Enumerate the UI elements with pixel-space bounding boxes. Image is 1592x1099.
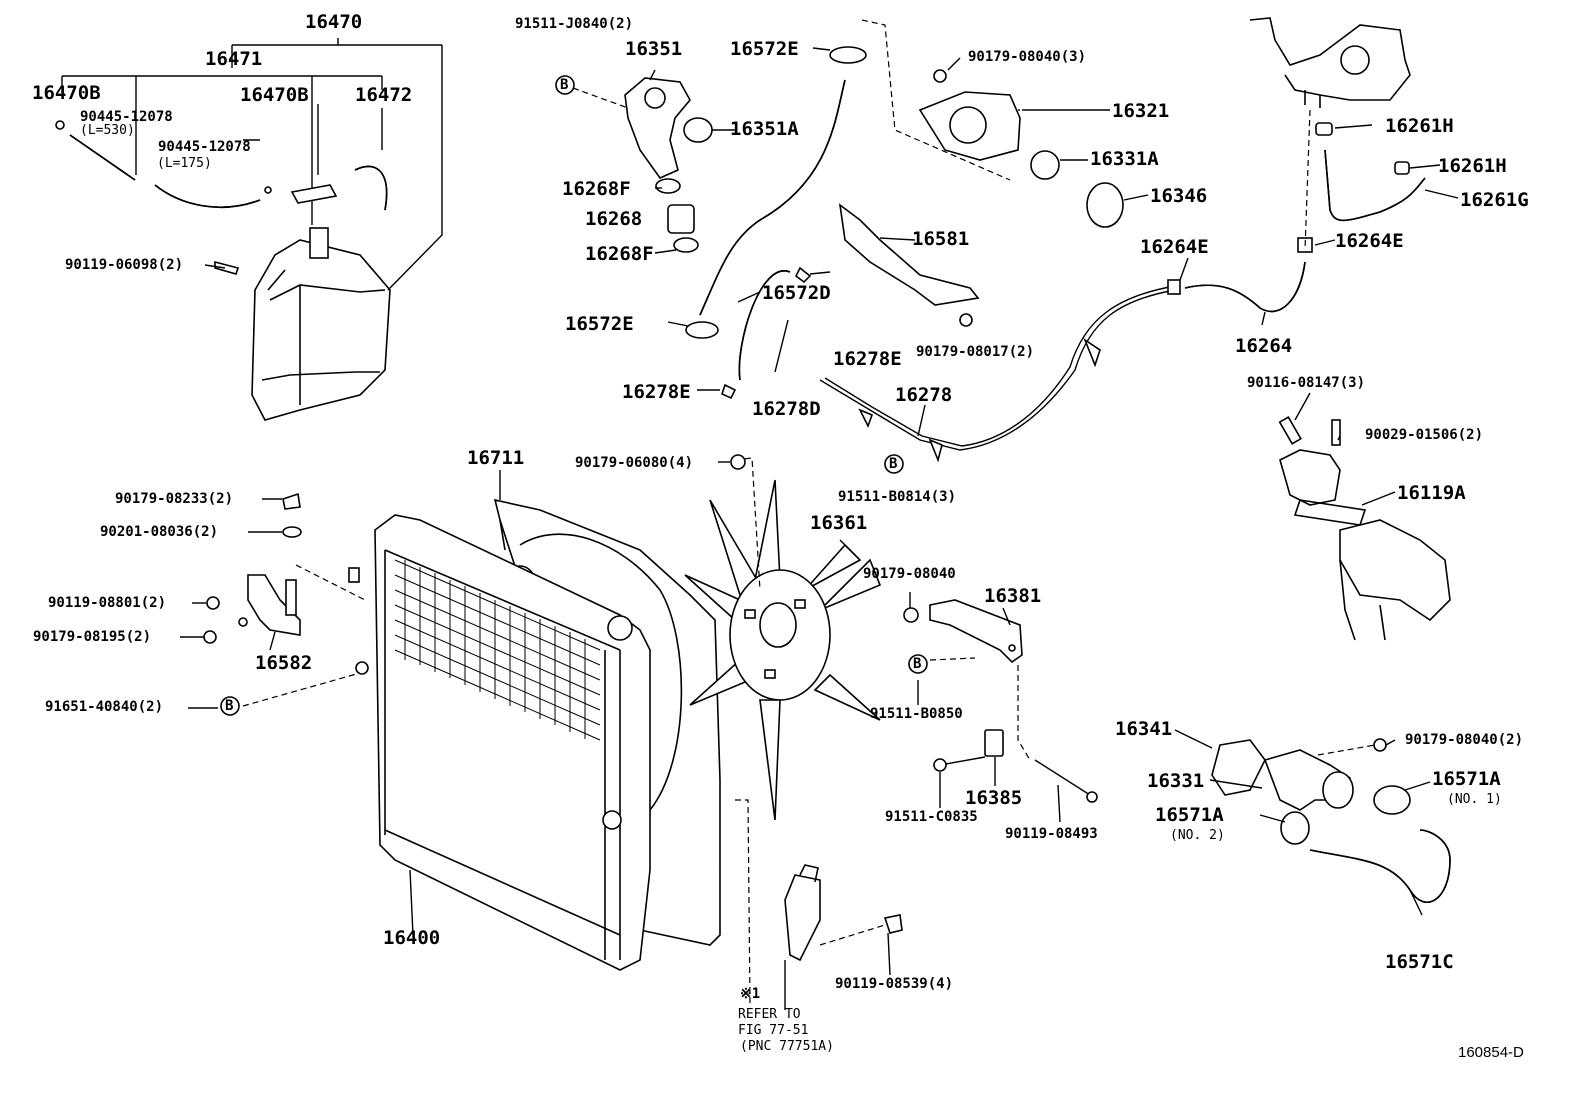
- part-label: 90179-08040: [863, 566, 956, 582]
- part-label: 90119-08493: [1005, 826, 1098, 842]
- misc-fasteners: [203, 454, 746, 644]
- water-pump-area: [1278, 416, 1451, 641]
- part-label: 16341: [1115, 718, 1173, 740]
- bracket-77751A: [735, 799, 903, 1006]
- part-label: 16264E: [1335, 230, 1404, 252]
- part-label: 90179-08017(2): [916, 344, 1035, 360]
- part-label: 16278E: [622, 381, 691, 403]
- part-label: 91511-J0840(2): [515, 16, 634, 32]
- part-label: 16571A: [1155, 804, 1224, 826]
- bolt-marker-b: B: [913, 656, 922, 672]
- part-label: 16261G: [1460, 189, 1529, 211]
- part-label: 16278D: [752, 398, 821, 420]
- part-label-note: (L=175): [157, 156, 212, 171]
- water-inlet-thermostat: [918, 69, 1124, 228]
- part-label: 16572D: [762, 282, 831, 304]
- part-label: 90179-08233(2): [115, 491, 234, 507]
- part-label: 16261H: [1385, 115, 1454, 137]
- reference-note: REFER TO: [738, 1007, 801, 1022]
- water-outlet: [572, 77, 713, 253]
- part-label: 16572E: [730, 38, 799, 60]
- part-label: 16278: [895, 384, 953, 406]
- part-label: 16119A: [1397, 482, 1466, 504]
- part-label-note: (NO. 1): [1447, 792, 1502, 807]
- bolt-marker-b: B: [560, 77, 569, 93]
- bolt-marker-b: B: [889, 456, 898, 472]
- part-label: 16351A: [730, 118, 799, 140]
- engine-block-outline: [1249, 17, 1411, 251]
- leader-lines: [180, 47, 1459, 1010]
- bolt-marker-b: B: [225, 698, 234, 714]
- part-label: 16264: [1235, 335, 1293, 357]
- part-label: 16711: [467, 447, 525, 469]
- part-label: 16400: [383, 927, 441, 949]
- bracket-16581: [838, 203, 980, 327]
- water-inlet-16331: [1211, 738, 1411, 845]
- reference-mark: ※1: [740, 986, 761, 1002]
- part-label: 90119-08539(4): [835, 976, 954, 992]
- part-label: 16261H: [1438, 155, 1507, 177]
- part-label: 16268F: [585, 243, 654, 265]
- part-label: 16361: [810, 512, 868, 534]
- part-label: 16470B: [32, 82, 101, 104]
- reference-note: (PNC 77751A): [740, 1039, 834, 1054]
- part-label: 90445-12078: [158, 139, 251, 155]
- part-label: 16264E: [1140, 236, 1209, 258]
- part-label: 90029-01506(2): [1365, 427, 1484, 443]
- part-label: 16470B: [240, 84, 309, 106]
- part-label: 16268F: [562, 178, 631, 200]
- part-label: 16472: [355, 84, 413, 106]
- bracket-16381: [903, 599, 1031, 761]
- part-label: 16331A: [1090, 148, 1159, 170]
- part-label: 91511-B0814(3): [838, 489, 957, 505]
- upper-radiator-hose: [685, 19, 1011, 339]
- part-label: 16331: [1147, 770, 1205, 792]
- part-label: 16278E: [833, 348, 902, 370]
- part-label: 16571C: [1385, 951, 1454, 973]
- reference-note: FIG 77-51: [738, 1023, 809, 1038]
- radiator: [374, 514, 651, 971]
- bypass-pipe-16278: [721, 237, 1313, 463]
- part-label: 90119-08801(2): [48, 595, 167, 611]
- part-label: 16572E: [565, 313, 634, 335]
- part-label: 90445-12078: [80, 109, 173, 125]
- part-label: 16385: [965, 787, 1023, 809]
- radiator-core-grid: [355, 559, 633, 830]
- part-label: 90179-08040(2): [1405, 732, 1524, 748]
- part-label: 16346: [1150, 185, 1208, 207]
- part-label-note: (NO. 2): [1170, 828, 1225, 843]
- part-label: 90179-06080(4): [575, 455, 694, 471]
- part-label: 91651-40840(2): [45, 699, 164, 715]
- fan-16361: [684, 457, 882, 821]
- hose-16261G: [1315, 122, 1426, 222]
- part-label: 16321: [1112, 100, 1170, 122]
- part-label: 16470: [305, 11, 363, 33]
- part-label: 16268: [585, 208, 643, 230]
- tank-brackets-lines: [61, 38, 443, 291]
- part-label: 91511-B0850: [870, 706, 963, 722]
- part-label: 16581: [912, 228, 970, 250]
- part-label: 90119-06098(2): [65, 257, 184, 273]
- part-label: 16582: [255, 652, 313, 674]
- part-label-note: (L=530): [80, 123, 135, 138]
- diagram-code: 160854-D: [1458, 1044, 1524, 1061]
- part-label: 91511-C0835: [885, 809, 978, 825]
- part-label: 90179-08040(3): [968, 49, 1087, 65]
- part-label: 16571A: [1432, 768, 1501, 790]
- part-label: 90201-08036(2): [100, 524, 219, 540]
- bracket-16582: [238, 564, 366, 636]
- bolts-16385: [933, 729, 1098, 803]
- part-label: 16351: [625, 38, 683, 60]
- part-label: 16381: [984, 585, 1042, 607]
- bolt-markers: [220, 75, 928, 716]
- lower-radiator-hose: [1309, 829, 1451, 903]
- part-label: 90179-08195(2): [33, 629, 152, 645]
- tank-hoses: [55, 120, 388, 275]
- part-label: 16471: [205, 48, 263, 70]
- part-label: 90116-08147(3): [1247, 375, 1366, 391]
- reservoir-tank: [251, 227, 391, 421]
